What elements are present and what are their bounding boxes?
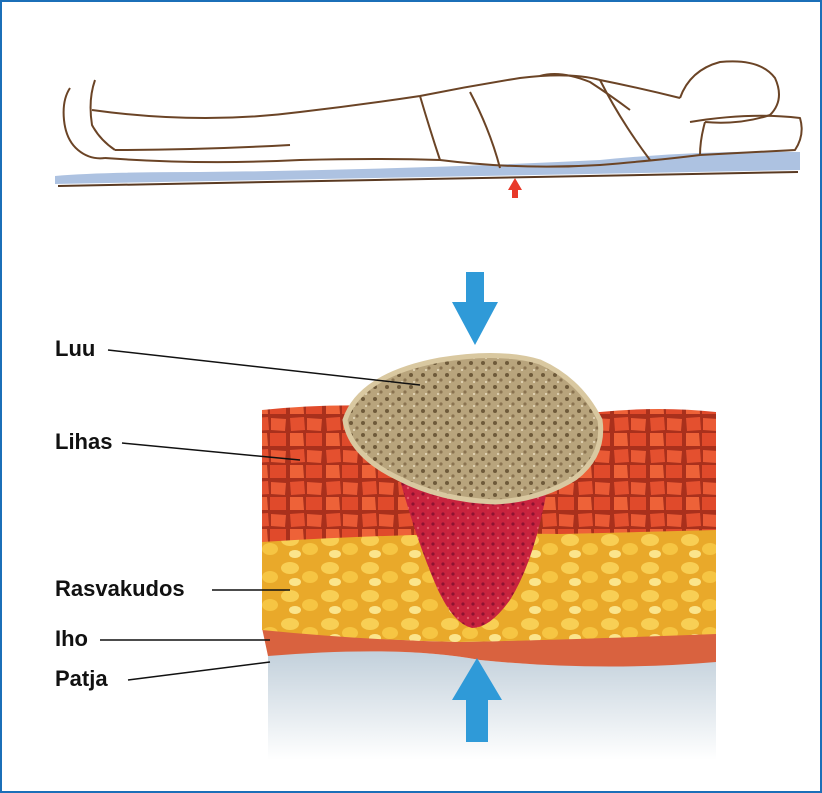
bone-label: Luu	[55, 338, 95, 360]
lying-person-scene	[55, 61, 802, 198]
muscle-label: Lihas	[55, 431, 112, 453]
skin-label: Iho	[55, 628, 88, 650]
person-outline	[64, 61, 802, 168]
pressure-marker-icon	[508, 178, 522, 198]
down-arrow-icon	[452, 272, 498, 345]
mattress-label: Patja	[55, 668, 108, 690]
fat-label: Rasvakudos	[55, 578, 185, 600]
mattress-layer	[268, 651, 716, 760]
